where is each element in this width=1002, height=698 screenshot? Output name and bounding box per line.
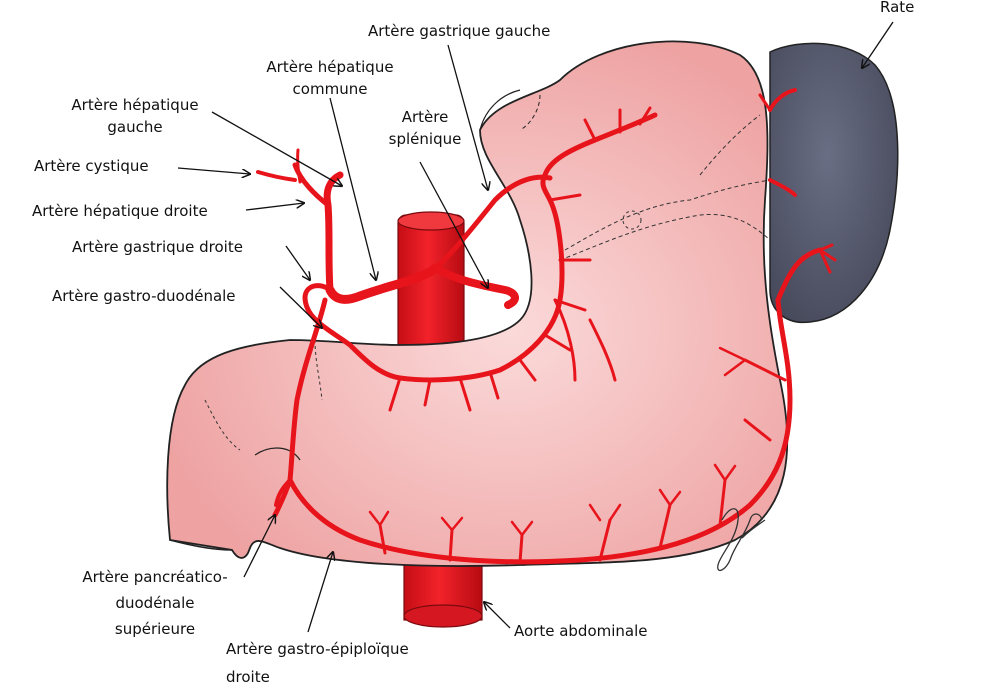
label-pancreatico-line1: Artère pancréatico-: [82, 568, 228, 586]
spleen: [769, 42, 899, 324]
label-aorte: Aorte abdominale: [514, 622, 648, 640]
arrow-pancreatico: [243, 515, 275, 578]
arrow-cystique: [177, 167, 250, 174]
label-hepatique-commune-line1: Artère hépatique: [266, 58, 394, 76]
arrow-gastrique-droite: [285, 245, 310, 280]
label-splenique-line1: Artère: [401, 108, 449, 126]
arrow-gastrique-gauche: [447, 44, 488, 190]
label-hepatique-gauche: Artère hépatique gauche: [40, 94, 230, 138]
label-hepatique-gauche-line1: Artère hépatique: [71, 96, 199, 114]
arrow-rate: [862, 21, 894, 68]
label-cystique: Artère cystique: [34, 157, 149, 175]
label-gastrique-droite: Artère gastrique droite: [72, 238, 243, 256]
artist-signature: [717, 508, 766, 572]
label-pancreatico-line2: duodénale: [115, 594, 195, 612]
label-pancreatico: Artère pancréatico- duodénale supérieure: [60, 566, 250, 640]
label-gastro-epiploique-line1: Artère gastro-épiploïque: [226, 640, 409, 658]
stomach: [166, 40, 789, 567]
label-splenique-line2: splénique: [388, 130, 462, 148]
label-hepatique-droite: Artère hépatique droite: [32, 202, 208, 220]
arrow-hepatique-droite: [245, 203, 304, 211]
arrow-aorte: [484, 602, 511, 629]
arrow-gastro-duodenale: [279, 286, 322, 328]
arteries: [256, 88, 837, 565]
arrow-gastro-epiploique: [307, 552, 333, 633]
arrow-hepatique-gauche: [211, 111, 342, 186]
label-hepatique-commune: Artère hépatique commune: [235, 56, 425, 100]
label-gastro-epiploique: Artère gastro-épiploïque droite: [226, 638, 409, 688]
label-gastro-epiploique-line2: droite: [226, 668, 270, 686]
label-pancreatico-line3: supérieure: [114, 620, 196, 638]
label-hepatique-gauche-line2: gauche: [107, 118, 163, 136]
label-gastrique-gauche: Artère gastrique gauche: [368, 22, 551, 40]
arrow-hepatique-commune: [329, 97, 376, 280]
label-rate: Rate: [880, 0, 915, 16]
label-gastro-duodenale: Artère gastro-duodénale: [52, 287, 236, 305]
label-splenique: Artère splénique: [370, 106, 480, 150]
label-hepatique-commune-line2: commune: [292, 80, 368, 98]
arrow-splenique: [419, 161, 488, 288]
